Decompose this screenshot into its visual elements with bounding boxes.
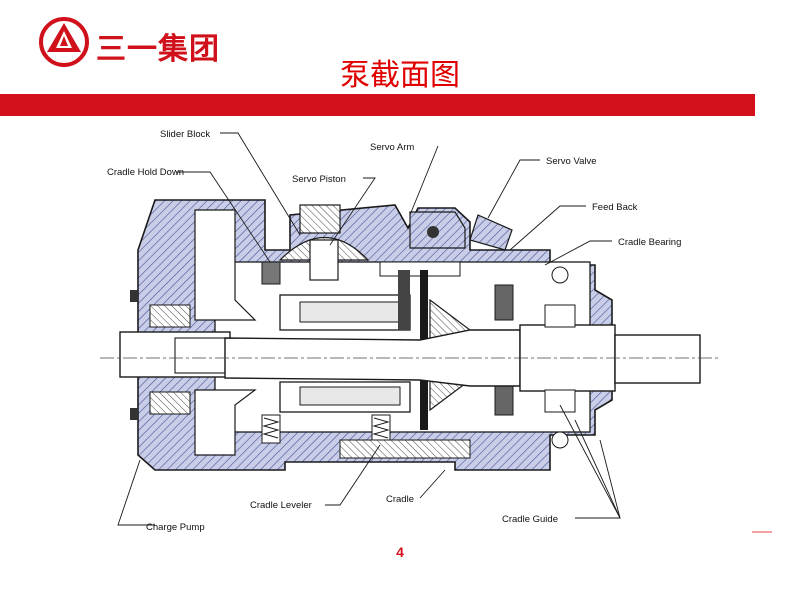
label-cradle-guide: Cradle Guide <box>502 514 558 525</box>
label-cradle-leveler: Cradle Leveler <box>250 500 312 511</box>
label-cradle-bearing: Cradle Bearing <box>618 237 681 248</box>
cradle-bearings <box>544 266 576 449</box>
label-feed-back: Feed Back <box>592 202 638 213</box>
label-cradle: Cradle <box>386 494 414 505</box>
label-charge-pump: Charge Pump <box>146 522 205 533</box>
company-logo <box>38 14 238 70</box>
page-number: 4 <box>396 544 404 560</box>
label-servo-arm: Servo Arm <box>370 142 414 153</box>
label-cradle-hold-down: Cradle Hold Down <box>107 167 184 178</box>
leader-lines <box>117 132 621 526</box>
label-servo-piston: Servo Piston <box>292 174 346 185</box>
footer-decoration <box>752 531 772 533</box>
sany-logo-icon <box>39 17 89 67</box>
drive-shaft <box>100 324 720 392</box>
cradle-leveler-springs <box>261 414 471 459</box>
charge-pump <box>130 290 191 420</box>
header-rule-thin <box>0 114 755 116</box>
header-rule <box>0 94 755 114</box>
company-name: 三一集团 <box>96 32 220 67</box>
label-servo-valve: Servo Valve <box>546 156 597 167</box>
label-slider-block: Slider Block <box>160 129 210 140</box>
slide-title: 泵截面图 <box>340 58 460 93</box>
